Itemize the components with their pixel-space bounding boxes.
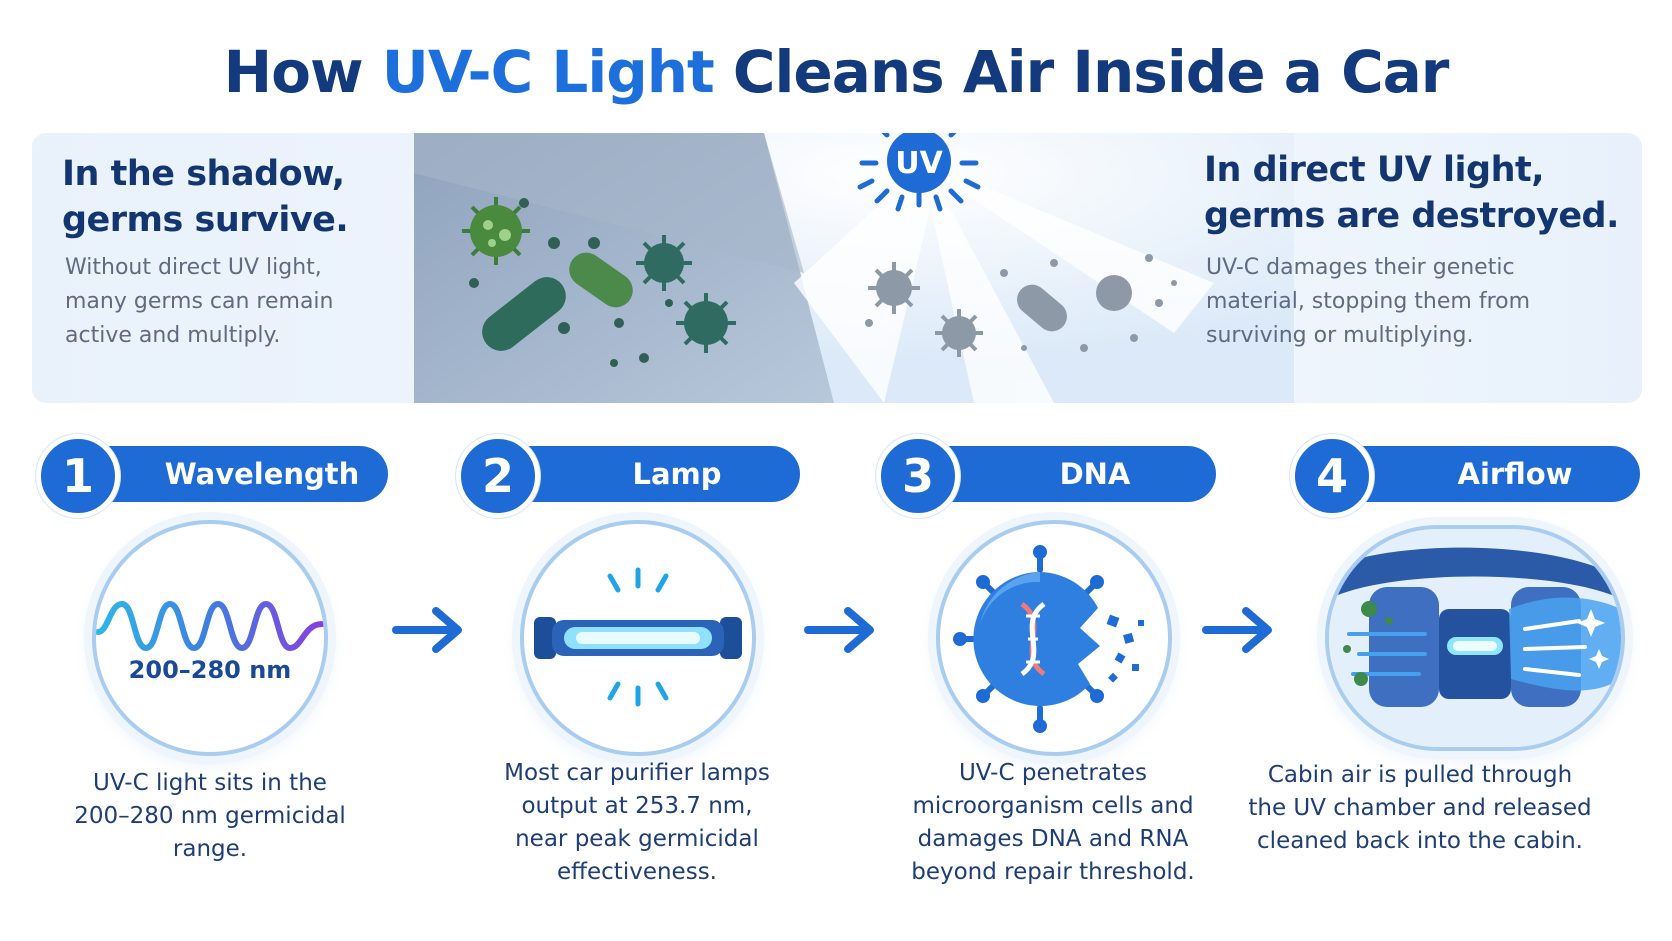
step-1-visual: 200–280 nm	[92, 520, 328, 756]
shadow-body: Without direct UV light, many germs can …	[65, 255, 334, 348]
direct-heading: In direct UV light, germs are destroyed.	[1204, 150, 1619, 236]
step-1-pill: Wavelength	[80, 446, 388, 502]
title-accent: UV-C Light	[381, 38, 715, 106]
step-4-visual	[1325, 525, 1625, 751]
step-4-pill: Airflow	[1334, 446, 1640, 502]
step-4-label: Airflow	[1457, 457, 1573, 491]
step-2-visual	[520, 520, 756, 756]
shadow-heading: In the shadow, germs survive.	[62, 154, 349, 240]
step-3-label: DNA	[1059, 457, 1131, 491]
uv-scene-illustration: UV	[414, 133, 1294, 403]
step-1-badge: 1	[36, 434, 120, 518]
step-4-badge: 4	[1290, 434, 1374, 518]
destroyed-germs	[865, 254, 1177, 357]
comparison-banner: In the shadow, germs survive. Without di…	[32, 133, 1642, 403]
step-1-description: UV-C light sits in the 200–280 nm germic…	[74, 770, 346, 862]
arrow-right-icon	[804, 607, 874, 653]
step-3-pill: DNA	[918, 446, 1216, 502]
step-3-number: 3	[901, 449, 934, 503]
car-cabin-airflow-icon	[1329, 529, 1621, 747]
step-2-number: 2	[481, 449, 514, 503]
step-2-description: Most car purifier lamps output at 253.7 …	[504, 760, 770, 885]
step-1-label: Wavelength	[164, 457, 360, 491]
wavelength-range-label: 200–280 nm	[128, 656, 292, 684]
uv-sun-icon	[857, 133, 981, 212]
arrow-right-icon	[1202, 607, 1272, 653]
dna-virus-icon	[953, 545, 1144, 733]
step-2-label: Lamp	[632, 457, 722, 491]
step-3-badge: 3	[876, 434, 960, 518]
step-4-number: 4	[1315, 449, 1348, 503]
direct-body: UV-C damages their genetic material, sto…	[1206, 255, 1531, 348]
title-part1: How	[223, 38, 382, 106]
page-title: How UV-C Light Cleans Air Inside a Car	[0, 38, 1672, 106]
title-part2: Cleans Air Inside a Car	[713, 38, 1449, 106]
step-1-number: 1	[61, 449, 94, 503]
step-4-description: Cabin air is pulled through the UV chamb…	[1248, 762, 1592, 854]
arrow-right-icon	[392, 607, 462, 653]
step-2-badge: 2	[456, 434, 540, 518]
step-2-pill: Lamp	[498, 446, 800, 502]
active-germs	[462, 197, 736, 367]
wave-icon	[96, 600, 324, 652]
uv-sun-label: UV	[895, 146, 943, 181]
uv-lamp-icon	[534, 567, 742, 707]
step-3-description: UV-C penetrates microorganism cells and …	[911, 760, 1195, 885]
step-3-visual	[936, 520, 1172, 756]
